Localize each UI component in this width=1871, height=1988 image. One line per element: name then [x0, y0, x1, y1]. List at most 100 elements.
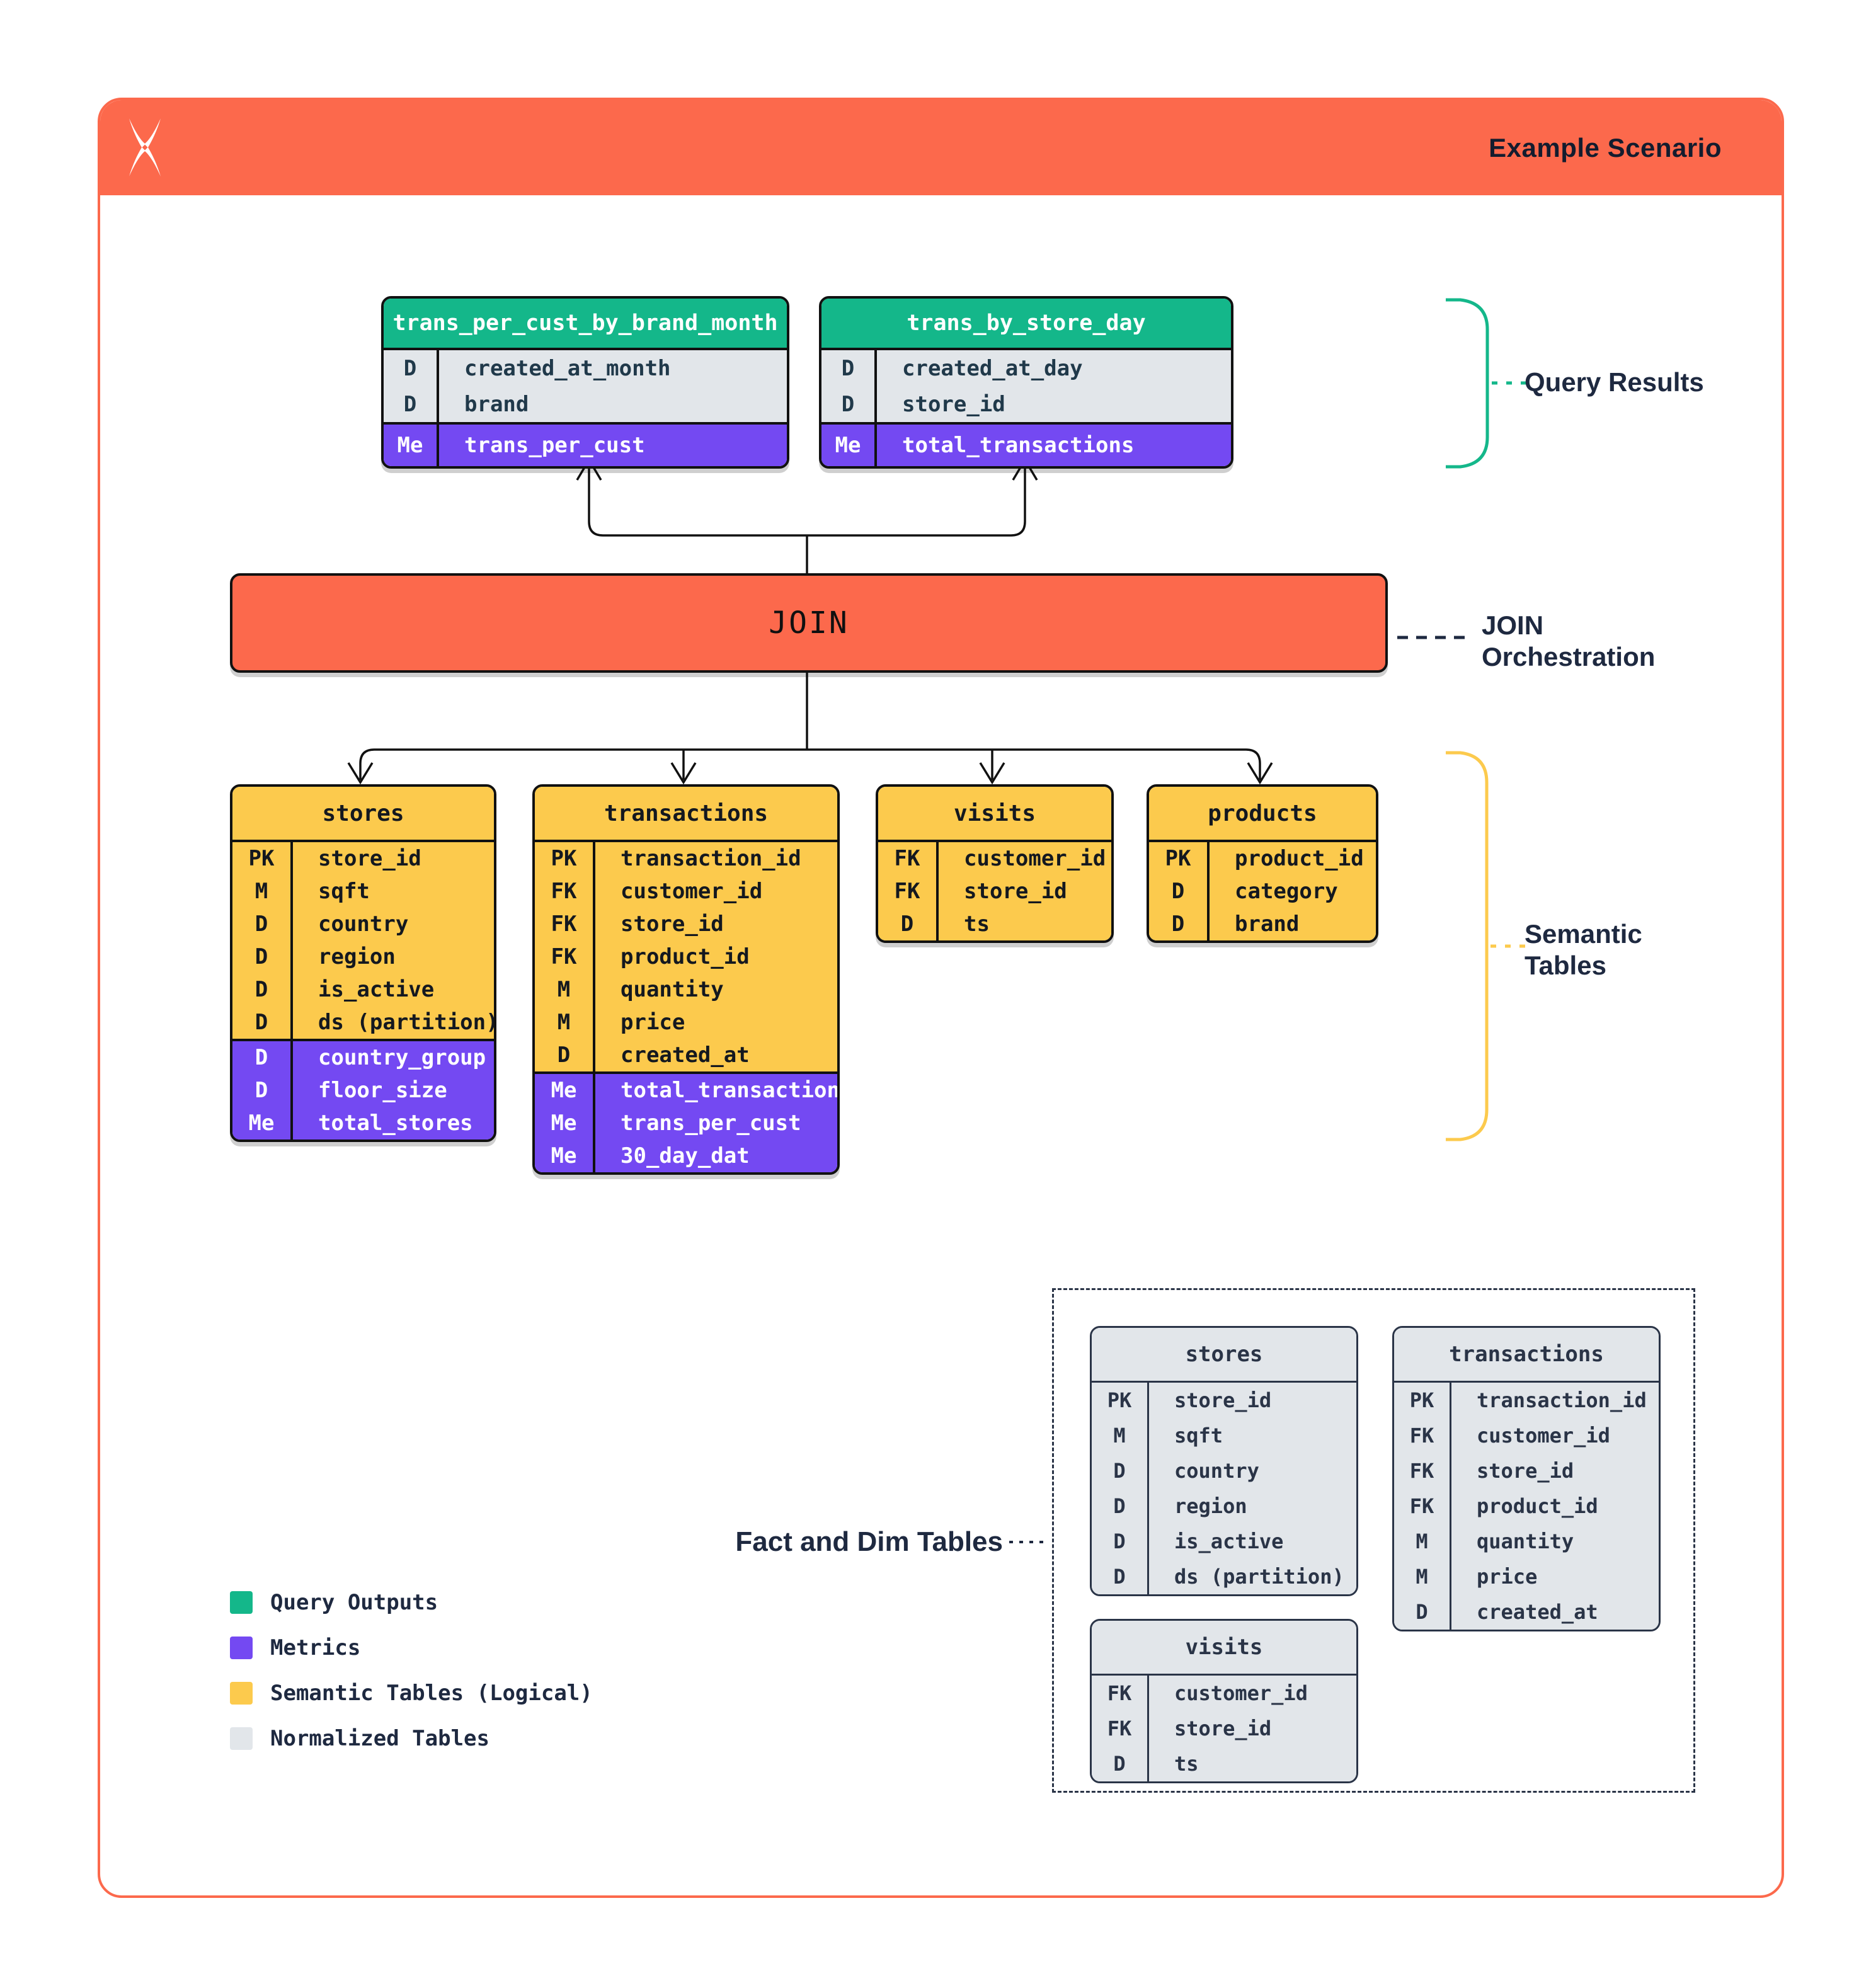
- join-orchestration-label-line1: JOIN: [1482, 610, 1544, 640]
- row-key: FK: [1092, 1711, 1149, 1746]
- row-field: product_id: [1235, 846, 1364, 871]
- table-title: visits: [878, 787, 1111, 842]
- row-key: FK: [878, 842, 939, 875]
- card-header-bar: Example Scenario: [100, 100, 1782, 195]
- row-key: FK: [535, 908, 595, 940]
- row-key: M: [535, 1006, 595, 1039]
- row-key: Me: [384, 425, 439, 466]
- row-field: created_at: [621, 1043, 750, 1068]
- legend-item: Query Outputs: [230, 1590, 593, 1615]
- row-key: Me: [535, 1074, 595, 1107]
- row-key: D: [384, 350, 439, 386]
- row-key: D: [1092, 1453, 1149, 1488]
- table-row: FK product_id: [1394, 1488, 1659, 1524]
- row-field: total_stores: [318, 1111, 473, 1136]
- row-field: created_at: [1477, 1600, 1598, 1624]
- row-key: M: [1394, 1559, 1451, 1594]
- row-key: D: [878, 908, 939, 940]
- row-field: store_id: [964, 879, 1067, 904]
- row-field: ts: [964, 911, 990, 937]
- row-key: Me: [821, 425, 877, 466]
- row-field: brand: [1235, 911, 1300, 937]
- row-field: category: [1235, 879, 1338, 904]
- row-field: transaction_id: [1477, 1388, 1647, 1412]
- row-field: price: [1477, 1565, 1538, 1589]
- row-key: FK: [1394, 1488, 1451, 1524]
- row-key: PK: [535, 842, 595, 875]
- row-key: D: [1092, 1559, 1149, 1594]
- row-field: product_id: [1477, 1494, 1598, 1518]
- row-field: total_transactions: [621, 1078, 840, 1103]
- row-field: sqft: [318, 879, 370, 904]
- row-field: store_id: [1174, 1717, 1272, 1740]
- row-field: customer_id: [621, 879, 763, 904]
- table-row: FK store_id: [1092, 1711, 1356, 1746]
- row-field: store_id: [318, 846, 421, 871]
- row-field: brand: [464, 391, 529, 417]
- legend-swatch-icon: [230, 1637, 253, 1659]
- legend-swatch-icon: [230, 1591, 253, 1614]
- table-row: Me total_transactions: [821, 425, 1231, 466]
- row-field: is_active: [318, 977, 435, 1002]
- row-key: FK: [1394, 1418, 1451, 1453]
- legend-swatch-icon: [230, 1682, 253, 1705]
- row-key: D: [232, 908, 293, 940]
- row-field: total_transactions: [902, 433, 1135, 458]
- row-field: country: [318, 911, 409, 937]
- row-field: store_id: [1477, 1459, 1574, 1483]
- row-field: country: [1174, 1459, 1259, 1483]
- row-field: ds (partition): [1174, 1565, 1344, 1589]
- table-row: Me total_transactions: [535, 1074, 837, 1107]
- row-field: quantity: [621, 977, 724, 1002]
- row-field: 30_day_dat: [621, 1143, 750, 1168]
- legend-swatch-icon: [230, 1727, 253, 1750]
- row-key: D: [535, 1039, 595, 1071]
- table-row: FK store_id: [535, 908, 837, 940]
- row-key: D: [821, 386, 877, 422]
- row-field: store_id: [621, 911, 724, 937]
- row-key: FK: [535, 940, 595, 973]
- legend-item: Metrics: [230, 1635, 593, 1660]
- row-key: M: [232, 875, 293, 908]
- row-field: country_group: [318, 1045, 486, 1070]
- table-title: stores: [232, 787, 494, 842]
- row-key: D: [232, 1041, 293, 1074]
- join-orchestration-label: JOIN Orchestration: [1482, 610, 1655, 673]
